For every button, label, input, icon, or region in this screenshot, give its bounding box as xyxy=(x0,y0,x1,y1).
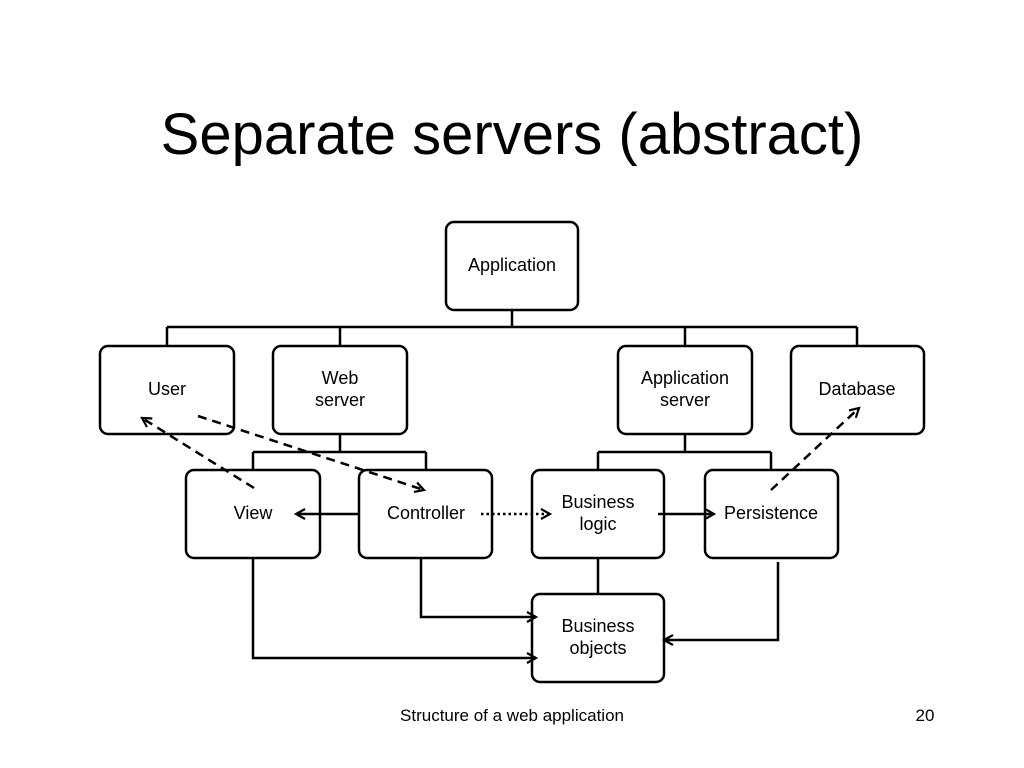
node-database-line-1: Database xyxy=(818,379,895,399)
arrow-controller-to-business-objects xyxy=(419,558,536,617)
node-application-line-1: Application xyxy=(468,255,556,275)
node-persistence-line-1: Persistence xyxy=(724,503,818,523)
node-business-objects-line-1: Business xyxy=(561,616,634,636)
svg-text:Persistence: Persistence xyxy=(724,503,818,523)
node-controller: Controller xyxy=(357,468,494,560)
node-application: Application xyxy=(444,220,580,312)
node-web-server-line-2: server xyxy=(315,390,365,410)
node-view: View xyxy=(184,468,322,560)
svg-text:logic: logic xyxy=(579,514,616,534)
node-business-logic: Business logic xyxy=(530,468,666,560)
node-application-server-line-2: server xyxy=(660,390,710,410)
node-application-server: Application server xyxy=(616,344,754,436)
svg-text:Database: Database xyxy=(818,379,895,399)
svg-text:View: View xyxy=(234,503,274,523)
node-user-line-1: User xyxy=(148,379,186,399)
node-web-server-line-1: Web xyxy=(322,368,359,388)
arrow-persistence-to-business-objects xyxy=(664,562,780,640)
arrow-view-to-business-objects xyxy=(251,558,536,658)
node-controller-line-1: Controller xyxy=(387,503,465,523)
slide-title: Separate servers (abstract) xyxy=(160,102,864,167)
hierarchy-connectors xyxy=(165,310,859,594)
svg-text:Business: Business xyxy=(561,616,634,636)
node-web-server: Web server xyxy=(271,344,409,436)
svg-text:Web: Web xyxy=(322,368,359,388)
svg-text:server: server xyxy=(315,390,365,410)
node-view-line-1: View xyxy=(234,503,274,523)
node-business-objects-line-2: objects xyxy=(569,638,626,658)
footer-title: Structure of a web application xyxy=(400,706,624,725)
node-application-server-line-1: Application xyxy=(641,368,729,388)
node-persistence: Persistence xyxy=(703,468,840,560)
node-business-objects: Business objects xyxy=(530,592,666,684)
svg-text:Controller: Controller xyxy=(387,503,465,523)
svg-text:objects: objects xyxy=(569,638,626,658)
svg-text:server: server xyxy=(660,390,710,410)
node-user: User xyxy=(98,344,236,436)
svg-text:Application: Application xyxy=(468,255,556,275)
node-business-logic-line-2: logic xyxy=(579,514,616,534)
arrow-user-to-controller xyxy=(197,414,424,490)
arrow-view-to-user xyxy=(142,418,255,490)
svg-text:Application: Application xyxy=(641,368,729,388)
dependency-arrows xyxy=(142,408,859,658)
node-database: Database xyxy=(789,344,926,436)
arrow-persistence-to-database xyxy=(770,408,859,491)
node-business-logic-line-1: Business xyxy=(561,492,634,512)
svg-text:User: User xyxy=(148,379,186,399)
page-number: 20 xyxy=(915,706,935,725)
svg-text:Business: Business xyxy=(561,492,634,512)
